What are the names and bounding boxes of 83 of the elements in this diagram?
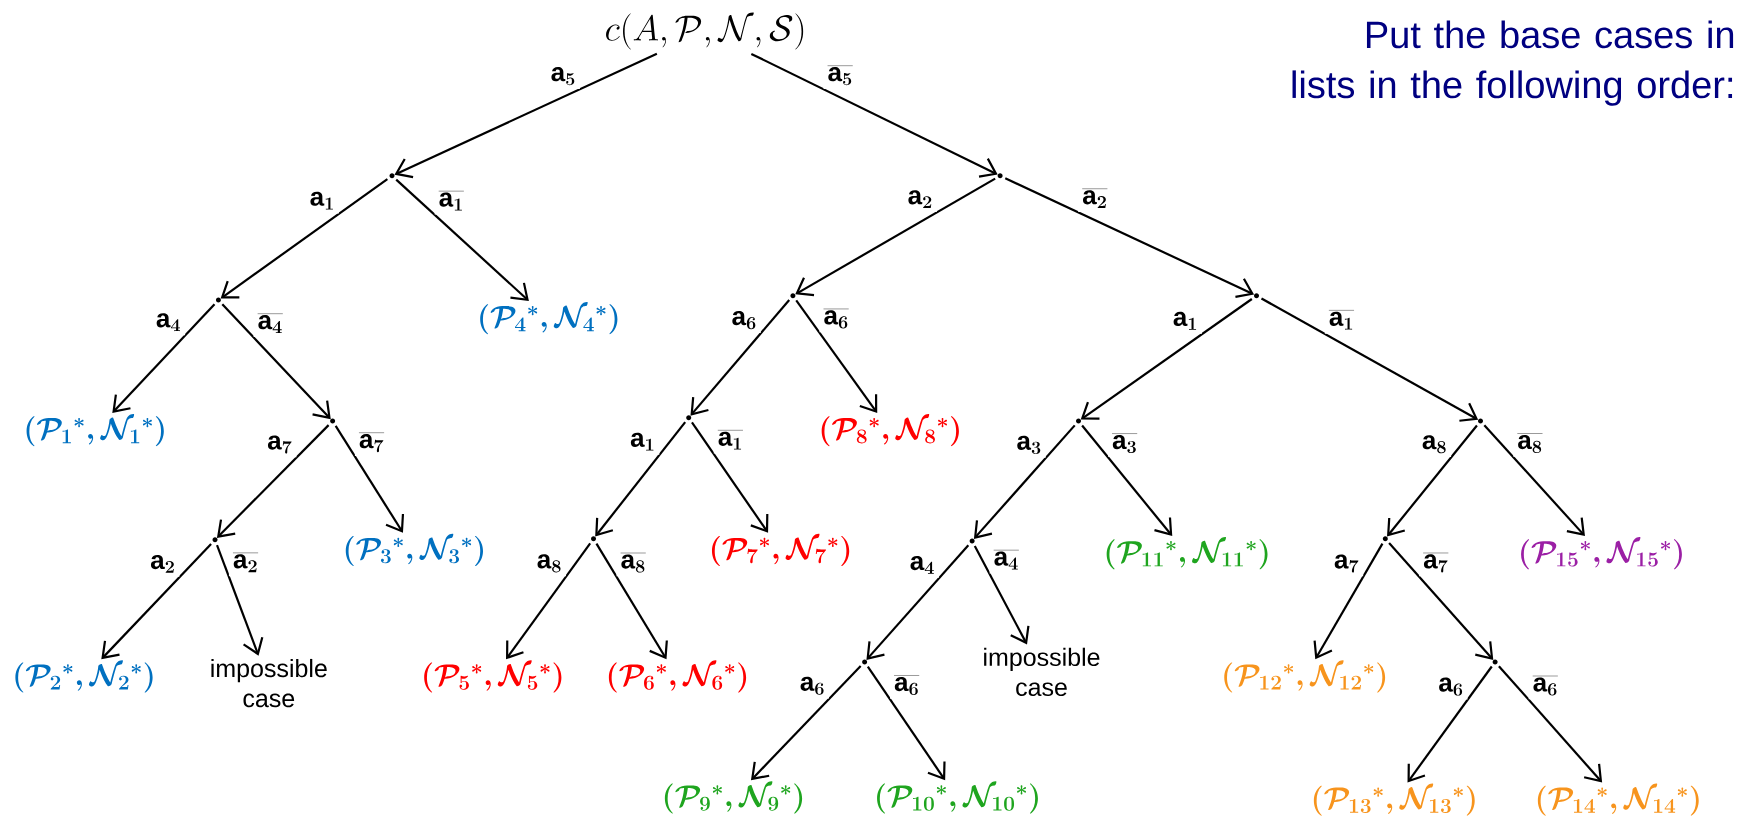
arrow: [866, 666, 946, 781]
arrow: [973, 545, 1030, 645]
edge-label: $\mathsf{a}_{4}$: [151, 309, 186, 336]
edge-label: $\overline{\mathsf{a}_{4}}$: [989, 545, 1023, 574]
root-formula: $c(A,\mathcal{P},\mathcal{N},\mathcal{S})$: [606, 12, 804, 50]
leaf-formula: $(\mathcal{P}_{15}{}^{*},\mathcal{N}_{15}{}^{*})$: [1521, 537, 1682, 570]
edge-label: $\overline{\mathsf{a}_{4}}$: [253, 309, 287, 337]
leaf-formula: $(\mathcal{P}_{9}{}^{*},\mathcal{N}_{9}{}^{*})$: [664, 781, 803, 814]
arrow: [690, 299, 791, 416]
leaf-formula: $(\mathcal{P}_{11}{}^{*},\mathcal{N}_{11}{}^{*})$: [1106, 537, 1268, 570]
arrow: [1004, 177, 1255, 298]
edge-label: $\overline{\mathsf{a}_{7}}$: [354, 428, 389, 456]
arrow: [1260, 297, 1479, 422]
arrow: [750, 52, 998, 178]
arrow: [216, 424, 330, 538]
edge-label: $\overline{\mathsf{a}_{7}}$: [1419, 548, 1453, 577]
edge-label: $\overline{\mathsf{a}_{1}}$: [1324, 305, 1359, 334]
leaf-formula: $(\mathcal{P}_{3}{}^{*},\mathcal{N}_{3}{}^{*})$: [345, 533, 483, 567]
arrow: [220, 178, 388, 299]
arrow: [691, 421, 769, 533]
edge-label: $\overline{\mathsf{a}_{6}}$: [1528, 671, 1562, 700]
arrow: [795, 299, 878, 413]
edge-label: $\overline{\mathsf{a}_{5}}$: [823, 61, 857, 89]
edge-label: $\mathsf{a}_{4}$: [905, 551, 939, 578]
edge-label: $\overline{\mathsf{a}_{1}}$: [713, 425, 747, 454]
arrow: [1407, 665, 1493, 783]
edge-label: $\overline{\mathsf{a}_{6}}$: [819, 304, 853, 333]
arrow: [101, 543, 212, 660]
edge-label: $\mathsf{a}_{1}$: [305, 187, 339, 214]
edge-label: $\overline{\mathsf{a}_{3}}$: [1108, 428, 1142, 457]
edge-label: $\overline{\mathsf{a}_{1}}$: [434, 186, 468, 215]
edge-label: $\mathsf{a}_{6}$: [795, 672, 829, 699]
leaf-formula: $(\mathcal{P}_{14}{}^{*},\mathcal{N}_{14}{}^{*})$: [1537, 783, 1699, 816]
leaf-formula: $(\mathcal{P}_{6}{}^{*},\mathcal{N}_{6}{}^{*})$: [608, 660, 747, 693]
edge-label: $\overline{\mathsf{a}_{8}}$: [616, 548, 650, 577]
case-label: impossible case: [211, 658, 327, 708]
leaf-formula: $(\mathcal{P}_{1}{}^{*},\mathcal{N}_{1}{}^{*})$: [26, 413, 164, 447]
arrow: [1388, 542, 1494, 660]
arrow: [866, 544, 970, 660]
edge-label: $\mathsf{a}_{6}$: [1434, 673, 1468, 700]
edge-label: $\overline{\mathsf{a}_{6}}$: [890, 670, 924, 699]
arrow: [973, 424, 1076, 539]
edge-label: $\overline{\mathsf{a}_{2}}$: [228, 548, 263, 577]
heading: Put the base cases in lists in the following order:: [1292, 20, 1734, 106]
arrow: [216, 544, 264, 656]
arrow: [595, 543, 668, 660]
arrow: [394, 52, 658, 179]
arrow: [334, 425, 405, 533]
arrow: [1483, 424, 1585, 537]
arrow: [1387, 424, 1478, 537]
arrow: [1498, 665, 1603, 783]
leaf-formula: $(\mathcal{P}_{8}{}^{*},\mathcal{N}_{8}{}^{*})$: [821, 413, 959, 447]
arrow: [750, 665, 862, 781]
leaf-formula: $(\mathcal{P}_{2}{}^{*},\mathcal{N}_{2}{}^{*})$: [15, 660, 153, 693]
edge-label: $\mathsf{a}_{8}$: [1417, 431, 1452, 457]
edge-label: $\mathsf{a}_{7}$: [1329, 550, 1364, 577]
arrow: [395, 178, 529, 301]
arrow: [112, 303, 216, 413]
leaf-formula: $(\mathcal{P}_{10}{}^{*},\mathcal{N}_{10}{}^{*})$: [877, 781, 1038, 814]
edge-label: $\mathsf{a}_{8}$: [532, 550, 566, 577]
edge-label: $\mathsf{a}_{2}$: [903, 186, 937, 213]
arrow: [595, 421, 687, 537]
arrow: [1313, 543, 1384, 660]
edge-label: $\mathsf{a}_{7}$: [263, 431, 297, 458]
edge-label: $\mathsf{a}_{6}$: [727, 307, 761, 333]
edge-label: $\mathsf{a}_{1}$: [1168, 307, 1203, 334]
edge-label: $\mathsf{a}_{5}$: [546, 63, 580, 89]
leaf-formula: $(\mathcal{P}_{7}{}^{*},\mathcal{N}_{7}{}^{*})$: [711, 533, 850, 567]
edge-label: $\mathsf{a}_{2}$: [146, 550, 180, 577]
arrow: [221, 303, 331, 420]
edge-label: $\mathsf{a}_{1}$: [626, 428, 660, 455]
arrow: [1081, 424, 1173, 537]
leaf-formula: $(\mathcal{P}_{4}{}^{*},\mathcal{N}_{4}{}^{*})$: [480, 301, 618, 335]
leaf-formula: $(\mathcal{P}_{13}{}^{*},\mathcal{N}_{13}{}^{*})$: [1313, 783, 1475, 816]
arrow: [1080, 298, 1253, 420]
edge-label: $\overline{\mathsf{a}_{8}}$: [1513, 428, 1547, 457]
arrow: [795, 177, 996, 297]
leaf-formula: $(\mathcal{P}_{12}{}^{*},\mathcal{N}_{12}{}^{*})$: [1224, 660, 1386, 693]
leaf-formula: $(\mathcal{P}_{5}{}^{*},\mathcal{N}_{5}{}^{*})$: [424, 660, 562, 693]
edge-label: $\mathsf{a}_{3}$: [1012, 431, 1046, 458]
arrow: [506, 542, 592, 660]
edge-label: $\overline{\mathsf{a}_{2}}$: [1078, 184, 1112, 213]
case-label: impossible case: [984, 647, 1100, 697]
